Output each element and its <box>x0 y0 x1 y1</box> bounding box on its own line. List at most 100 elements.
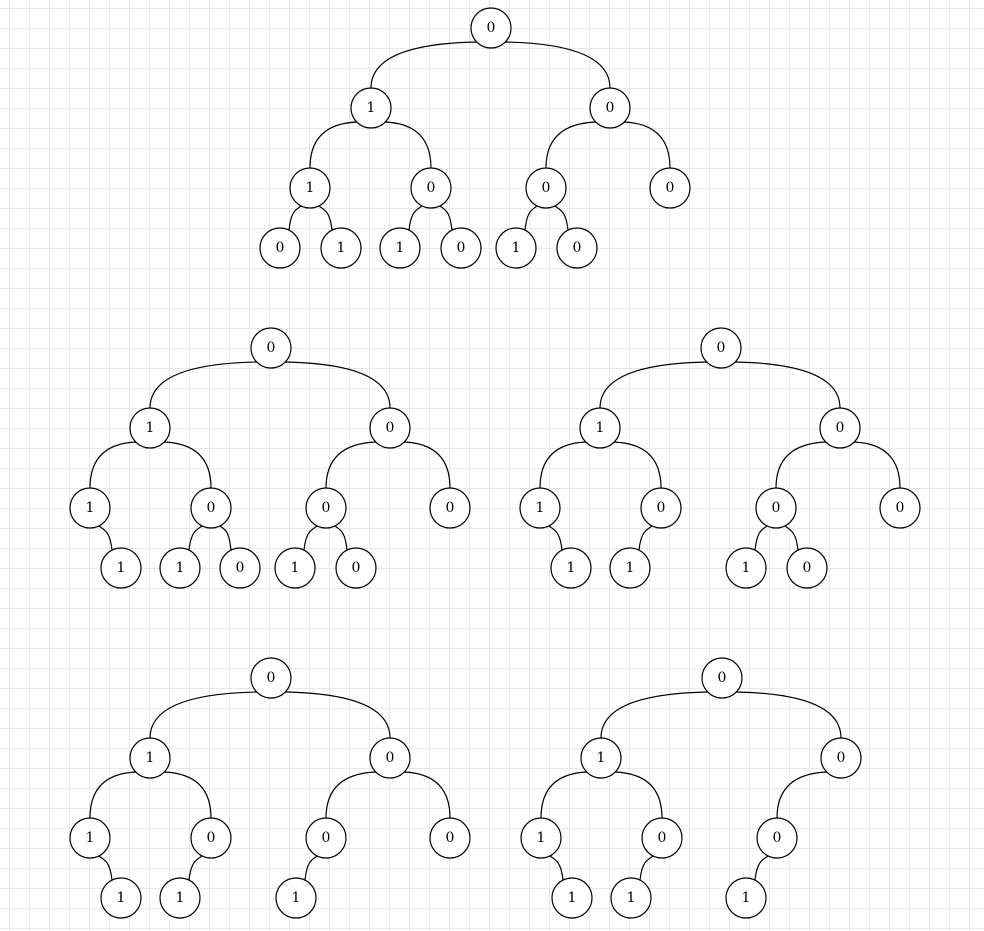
tree-node[interactable]: 0 <box>820 737 862 779</box>
edge-tree-2-n4-n9 <box>219 525 232 551</box>
tree-node[interactable]: 1 <box>100 547 142 589</box>
tree-node[interactable]: 0 <box>259 227 301 269</box>
node-value: 1 <box>568 890 577 906</box>
tree-node[interactable]: 0 <box>219 547 261 589</box>
node-circle <box>305 817 347 859</box>
node-value: 0 <box>657 500 666 516</box>
tree-node[interactable]: 0 <box>641 817 683 859</box>
tree-node[interactable]: 1 <box>580 737 622 779</box>
node-circle <box>100 547 142 589</box>
tree-node[interactable]: 1 <box>350 87 392 129</box>
node-value: 1 <box>146 750 155 766</box>
tree-node[interactable]: 1 <box>579 407 621 449</box>
node-circle <box>550 547 592 589</box>
node-value: 0 <box>446 830 455 846</box>
edge-tree-2-n5-n10 <box>303 525 318 551</box>
tree-node[interactable]: 1 <box>129 737 171 779</box>
edge-tree-5-n3-n6 <box>549 855 564 881</box>
tree-node[interactable]: 0 <box>369 407 411 449</box>
edge-tree-2-n0-n2 <box>284 361 391 409</box>
tree-node[interactable]: 1 <box>289 167 331 209</box>
tree-node[interactable]: 0 <box>525 167 567 209</box>
tree-node[interactable]: 0 <box>410 167 452 209</box>
edge-tree-1-n5-n12 <box>554 205 569 231</box>
edge-tree-3-n2-n5 <box>775 441 827 489</box>
node-value: 0 <box>773 830 782 846</box>
tree-node[interactable]: 1 <box>129 407 171 449</box>
tree-node[interactable]: 1 <box>519 487 561 529</box>
tree-node[interactable]: 1 <box>274 547 316 589</box>
tree-node[interactable]: 0 <box>305 487 347 529</box>
node-circle <box>274 547 316 589</box>
node-value: 0 <box>427 180 436 196</box>
node-value: 1 <box>86 830 95 846</box>
tree-node[interactable]: 1 <box>100 877 142 919</box>
tree-node[interactable]: 1 <box>159 547 201 589</box>
tree-node[interactable]: 1 <box>495 227 537 269</box>
tree-node[interactable]: 0 <box>369 737 411 779</box>
node-circle <box>100 877 142 919</box>
node-value: 1 <box>291 560 300 576</box>
node-value: 1 <box>176 890 185 906</box>
tree-node[interactable]: 1 <box>159 877 201 919</box>
node-value: 0 <box>207 830 216 846</box>
tree-node[interactable]: 0 <box>335 547 377 589</box>
tree-node[interactable]: 1 <box>275 877 317 919</box>
node-value: 0 <box>772 500 781 516</box>
tree-node[interactable]: 0 <box>786 547 828 589</box>
tree-node[interactable]: 1 <box>320 227 362 269</box>
tree-node[interactable]: 0 <box>429 817 471 859</box>
tree-node[interactable]: 1 <box>725 547 767 589</box>
tree-node[interactable]: 0 <box>589 87 631 129</box>
tree-node[interactable]: 1 <box>69 817 111 859</box>
tree-node[interactable]: 1 <box>609 547 651 589</box>
tree-node[interactable]: 0 <box>470 7 512 49</box>
node-value: 1 <box>537 830 546 846</box>
tree-node[interactable]: 0 <box>819 407 861 449</box>
tree-node[interactable]: 0 <box>556 227 598 269</box>
node-value: 0 <box>542 180 551 196</box>
node-circle <box>470 7 512 49</box>
node-circle <box>190 487 232 529</box>
node-circle <box>289 167 331 209</box>
node-circle <box>610 877 652 919</box>
edge-tree-3-n1-n4 <box>613 441 662 489</box>
tree-node[interactable]: 0 <box>701 657 743 699</box>
node-circle <box>69 817 111 859</box>
tree-node[interactable]: 1 <box>379 227 421 269</box>
tree-node[interactable]: 1 <box>69 487 111 529</box>
tree-node[interactable]: 0 <box>700 327 742 369</box>
edge-tree-1-n0-n1 <box>370 41 478 89</box>
tree-node[interactable]: 0 <box>190 487 232 529</box>
node-circle <box>250 657 292 699</box>
edge-tree-1-n4-n10 <box>439 205 453 231</box>
tree-node[interactable]: 0 <box>879 487 921 529</box>
tree-node[interactable]: 0 <box>440 227 482 269</box>
tree-node[interactable]: 0 <box>640 487 682 529</box>
tree-node[interactable]: 0 <box>755 487 797 529</box>
node-circle <box>159 547 201 589</box>
node-circle <box>129 737 171 779</box>
node-circle <box>159 877 201 919</box>
tree-node[interactable]: 0 <box>756 817 798 859</box>
tree-node[interactable]: 1 <box>610 877 652 919</box>
edge-tree-1-n2-n5 <box>545 121 597 169</box>
tree-node[interactable]: 0 <box>649 167 691 209</box>
node-circle <box>320 227 362 269</box>
tree-node[interactable]: 0 <box>429 487 471 529</box>
tree-node[interactable]: 0 <box>190 817 232 859</box>
tree-node[interactable]: 1 <box>520 817 562 859</box>
tree-node[interactable]: 0 <box>305 817 347 859</box>
node-circle <box>641 817 683 859</box>
edge-tree-1-n4-n9 <box>408 205 423 231</box>
tree-node[interactable]: 0 <box>250 657 292 699</box>
node-value: 0 <box>276 240 285 256</box>
edge-tree-5-n1-n4 <box>614 771 663 819</box>
tree-node[interactable]: 1 <box>550 547 592 589</box>
tree-node[interactable]: 0 <box>250 327 292 369</box>
edge-tree-5-n1-n3 <box>540 771 588 819</box>
node-circle <box>275 877 317 919</box>
tree-node[interactable]: 1 <box>725 877 767 919</box>
tree-node[interactable]: 1 <box>551 877 593 919</box>
